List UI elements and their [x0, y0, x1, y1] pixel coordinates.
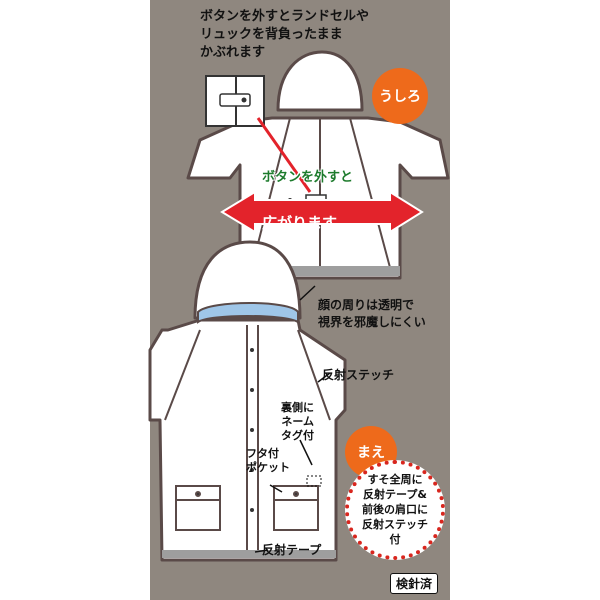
button-note: ボタンを外すと	[262, 170, 354, 185]
circle-line: 付	[389, 533, 401, 546]
reflect-stitch-label: 反射ステッチ	[322, 368, 395, 382]
circle-line: すそ全周に	[367, 473, 423, 486]
expand-arrow	[220, 190, 424, 234]
leader-lines	[254, 285, 331, 553]
right-pocket	[273, 485, 319, 531]
front-buttons	[250, 348, 254, 512]
back-badge: うしろ	[372, 68, 428, 124]
top-note: ボタンを外すとランドセルや リュックを背負ったまま かぶれます	[200, 8, 369, 62]
pocket-note-line: フタ付	[246, 447, 279, 460]
feature-circle-text: すそ全周に 反射テープ& 前後の肩口に 反射ステッチ 付	[345, 472, 445, 547]
face-note-line: 視界を邪魔しにくい	[318, 315, 426, 329]
front-reflect-tape	[162, 550, 336, 558]
name-tag-note: 裏側に ネーム タグ付	[281, 401, 314, 443]
expand-label: 広がります	[262, 214, 338, 232]
top-note-line: ボタンを外すとランドセルや	[200, 9, 370, 24]
pocket-note: フタ付 ポケット	[246, 447, 290, 475]
reflect-tape-label: 反射テープ	[262, 543, 322, 557]
name-tag-line: ネーム	[281, 415, 314, 428]
top-note-line: かぶれます	[200, 45, 266, 60]
button-detail-box	[205, 75, 265, 127]
back-reflect-tape	[240, 266, 400, 276]
clear-visor	[197, 302, 299, 324]
circle-line: 前後の肩口に	[362, 503, 428, 516]
pocket-note-line: ポケット	[246, 461, 290, 474]
face-note: 顔の周りは透明で 視界を邪魔しにくい	[318, 297, 426, 331]
top-note-line: リュックを背負ったまま	[200, 27, 343, 42]
inspection-badge: 検針済	[390, 573, 439, 594]
feature-circle	[345, 460, 445, 560]
pointer-line	[256, 117, 312, 193]
circle-line: 反射ステッチ	[362, 518, 428, 531]
left-pocket	[175, 485, 221, 531]
face-note-line: 顔の周りは透明で	[318, 298, 415, 312]
name-tag-line: 裏側に	[281, 401, 314, 414]
name-tag-line: タグ付	[281, 429, 314, 442]
circle-line: 反射テープ&	[363, 488, 427, 501]
